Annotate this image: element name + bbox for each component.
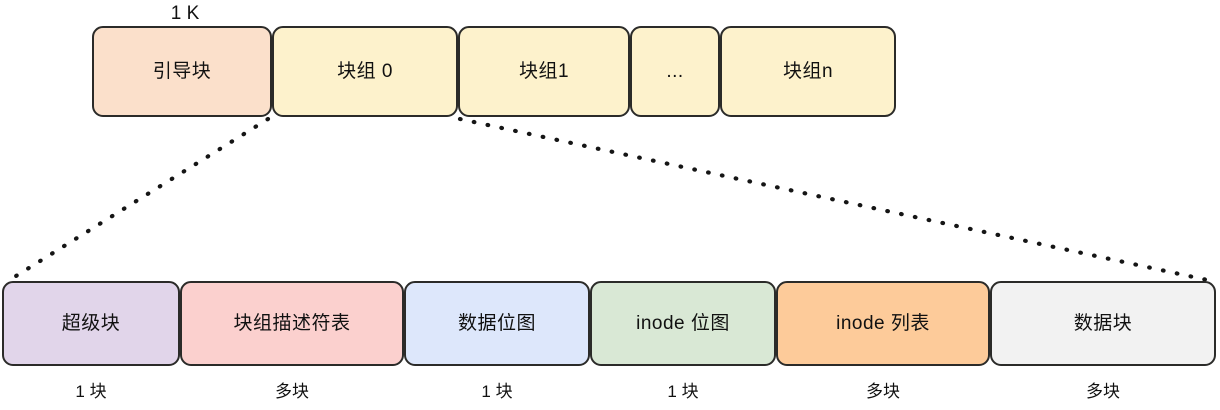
left-expansion-line	[5, 116, 271, 284]
size-label-superblock: 1 块	[75, 382, 107, 401]
bottom-block-superblock[interactable]: 超级块	[2, 281, 180, 366]
bottom-block-superblock-label: 超级块	[61, 313, 121, 334]
top-block-group-ellipsis-label: ...	[666, 61, 684, 82]
block-size-label: 1 K	[170, 3, 200, 24]
size-label-data-bitmap: 1 块	[481, 382, 513, 401]
right-expansion-line	[457, 116, 1215, 284]
size-label-inode-table: 多块	[866, 382, 900, 401]
bottom-block-data-bitmap[interactable]: 数据位图	[404, 281, 590, 366]
top-block-group-n-label: 块组n	[782, 61, 834, 82]
bottom-block-inode-table[interactable]: inode 列表	[776, 281, 990, 366]
size-label-data-blocks: 多块	[1086, 382, 1120, 401]
size-label-group-descriptor-table: 多块	[275, 382, 309, 401]
size-label-inode-bitmap: 1 块	[667, 382, 699, 401]
bottom-block-inode-table-label: inode 列表	[836, 313, 930, 334]
top-block-boot-label: 引导块	[152, 61, 212, 82]
top-block-group-1[interactable]: 块组1	[458, 26, 630, 117]
bottom-block-data-blocks-label: 数据块	[1073, 313, 1133, 334]
top-block-group-0-label: 块组 0	[337, 61, 393, 82]
bottom-block-inode-bitmap-label: inode 位图	[636, 313, 730, 334]
bottom-block-inode-bitmap[interactable]: inode 位图	[590, 281, 776, 366]
top-block-boot[interactable]: 引导块	[92, 26, 272, 117]
top-block-group-0[interactable]: 块组 0	[272, 26, 458, 117]
bottom-block-group-descriptor-table-label: 块组描述符表	[233, 313, 351, 334]
top-block-group-1-label: 块组1	[518, 61, 570, 82]
top-block-group-n[interactable]: 块组n	[720, 26, 896, 117]
bottom-block-data-blocks[interactable]: 数据块	[990, 281, 1216, 366]
bottom-block-data-bitmap-label: 数据位图	[457, 313, 536, 334]
bottom-block-group-descriptor-table[interactable]: 块组描述符表	[180, 281, 404, 366]
top-block-group-ellipsis[interactable]: ...	[630, 26, 720, 117]
